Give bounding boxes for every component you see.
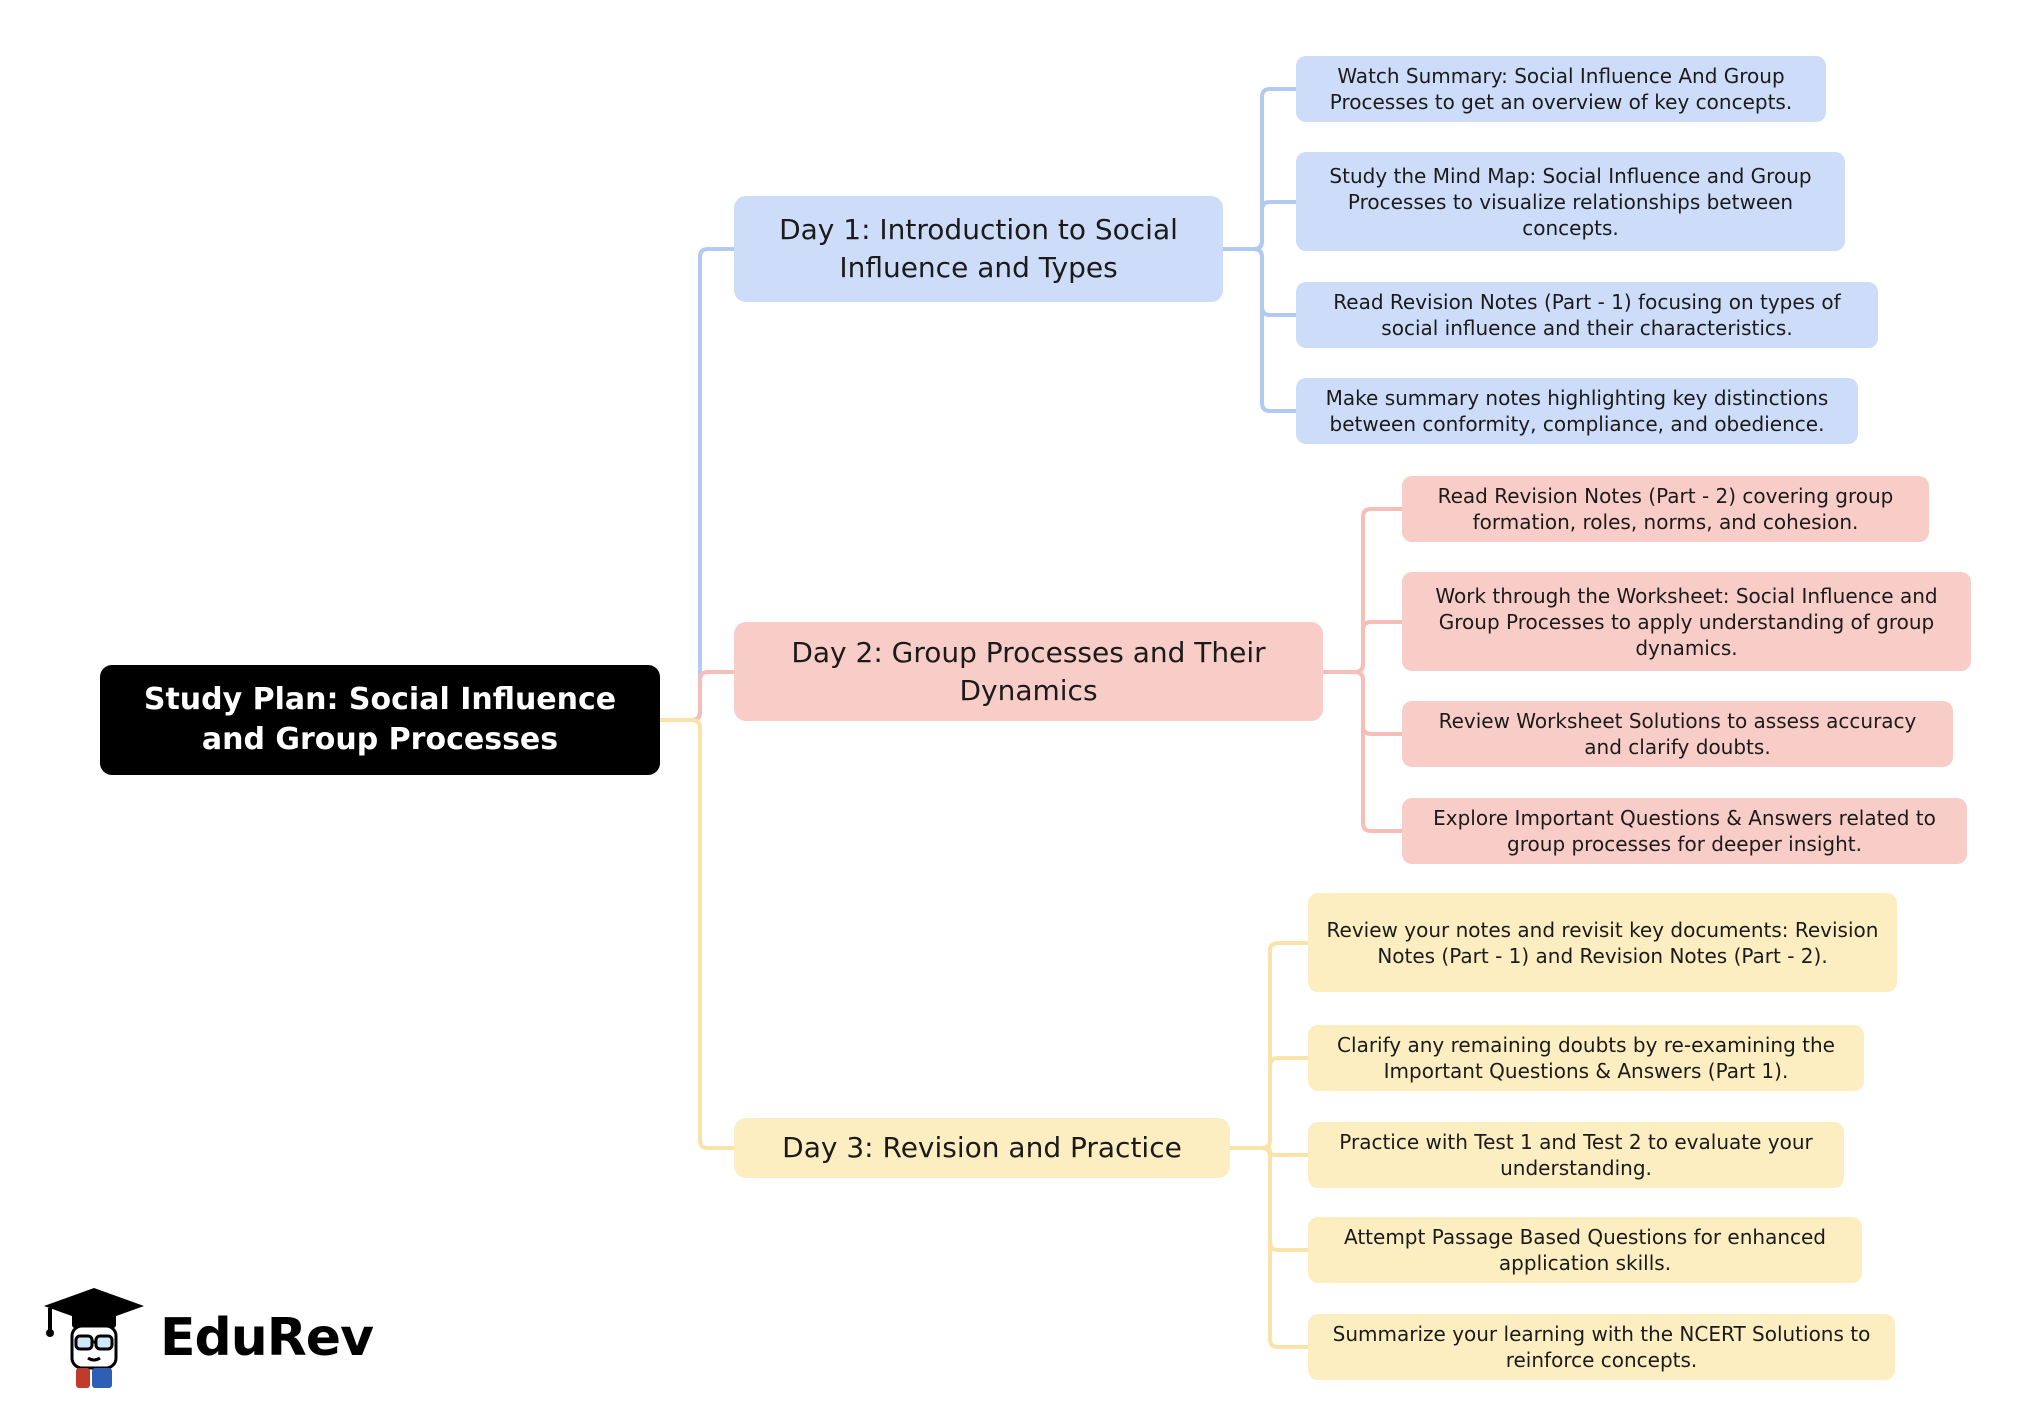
edurev-mascot-icon: [44, 1288, 144, 1388]
day3-task-2: Clarify any remaining doubts by re-exami…: [1308, 1025, 1864, 1091]
day2-node: Day 2: Group Processes and Their Dynamic…: [734, 622, 1323, 721]
day3-task-1: Review your notes and revisit key docume…: [1308, 893, 1897, 992]
day3-task-5: Summarize your learning with the NCERT S…: [1308, 1314, 1895, 1380]
day1-task-1: Watch Summary: Social Influence And Grou…: [1296, 56, 1826, 122]
day1-task-3: Read Revision Notes (Part - 1) focusing …: [1296, 282, 1878, 348]
day1-node: Day 1: Introduction to Social Influence …: [734, 196, 1223, 302]
day2-task-1: Read Revision Notes (Part - 2) covering …: [1402, 476, 1929, 542]
root-node: Study Plan: Social Influence and Group P…: [100, 665, 660, 775]
day3-task-3: Practice with Test 1 and Test 2 to evalu…: [1308, 1122, 1844, 1188]
day2-task-2: Work through the Worksheet: Social Influ…: [1402, 572, 1971, 671]
edurev-brand-text: EduRev: [160, 1308, 374, 1368]
day1-task-2: Study the Mind Map: Social Influence and…: [1296, 152, 1845, 251]
day3-node: Day 3: Revision and Practice: [734, 1118, 1230, 1178]
day1-task-4: Make summary notes highlighting key dist…: [1296, 378, 1858, 444]
day2-task-4: Explore Important Questions & Answers re…: [1402, 798, 1967, 864]
day3-task-4: Attempt Passage Based Questions for enha…: [1308, 1217, 1862, 1283]
day2-task-3: Review Worksheet Solutions to assess acc…: [1402, 701, 1953, 767]
edurev-logo: EduRev: [42, 1286, 374, 1390]
